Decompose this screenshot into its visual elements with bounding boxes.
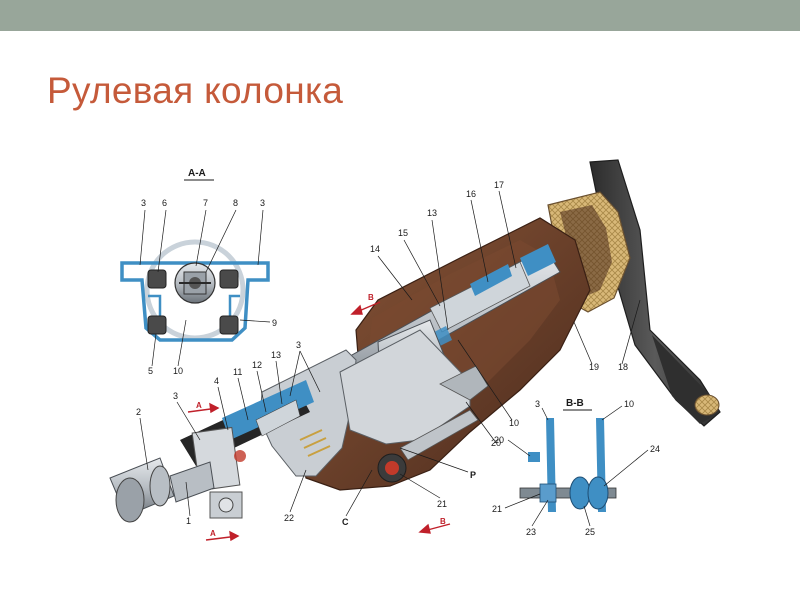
label-bb-25: 25 — [585, 527, 595, 537]
label-14: 14 — [370, 244, 380, 254]
label-aa-9: 9 — [272, 318, 277, 328]
top-bar — [0, 0, 800, 31]
section-aa-view — [120, 239, 270, 342]
cut-mark-a-top: А — [196, 401, 202, 410]
label-aa-7: 7 — [203, 198, 208, 208]
label-p: Р — [470, 470, 476, 480]
section-aa-leaders — [139, 209, 271, 367]
label-aa-3-right: 3 — [260, 198, 265, 208]
label-aa-8: 8 — [233, 198, 238, 208]
label-bb-23: 23 — [526, 527, 536, 537]
label-15: 15 — [398, 228, 408, 238]
label-c: С — [342, 517, 349, 527]
mounting-bracket — [259, 329, 489, 483]
lower-shaft — [180, 380, 314, 519]
label-bb-20: 20 — [494, 435, 504, 445]
label-17: 17 — [494, 180, 504, 190]
label-bb-10: 10 — [624, 399, 634, 409]
label-4: 4 — [214, 376, 219, 386]
label-aa-3-left: 3 — [141, 198, 146, 208]
label-21: 21 — [437, 499, 447, 509]
section-aa-labels: 3 6 7 8 3 9 5 10 — [141, 198, 277, 376]
label-bb-21: 21 — [492, 504, 502, 514]
label-18: 18 — [618, 362, 628, 372]
label-20: 20 — [491, 438, 501, 448]
label-19: 19 — [589, 362, 599, 372]
section-bb-caption: В-В — [566, 398, 584, 409]
label-bb-24: 24 — [650, 444, 660, 454]
label-13-upper: 13 — [427, 208, 437, 218]
main-labels: 2 3 4 11 12 13 3 1 22 С 21 Р 20 10 19 18… — [136, 180, 628, 527]
section-bb-labels: 3 10 20 24 21 23 25 — [492, 399, 660, 537]
label-10: 10 — [509, 418, 519, 428]
label-aa-10: 10 — [173, 366, 183, 376]
label-1: 1 — [186, 516, 191, 526]
cut-marks: А А В В — [187, 293, 451, 542]
label-11: 11 — [233, 367, 242, 377]
label-3-lower: 3 — [173, 391, 178, 401]
label-2: 2 — [136, 407, 141, 417]
adjustment-lever — [299, 409, 479, 461]
label-3-upper: 3 — [296, 340, 301, 350]
cut-mark-b-top: В — [368, 293, 374, 302]
section-bb-view — [519, 418, 617, 512]
section-bb-leaders — [504, 405, 649, 527]
label-aa-6: 6 — [162, 198, 167, 208]
label-12: 12 — [252, 360, 262, 370]
label-22: 22 — [284, 513, 294, 523]
universal-joint — [109, 457, 215, 523]
cut-mark-b-bottom: В — [440, 517, 446, 526]
label-aa-5: 5 — [148, 366, 153, 376]
label-13-lower: 13 — [271, 350, 281, 360]
main-leaders — [139, 190, 641, 517]
label-16: 16 — [466, 189, 476, 199]
cut-mark-a-bottom: А — [210, 529, 216, 538]
section-aa-caption: А-А — [188, 168, 206, 179]
slide-title: Рулевая колонка — [47, 70, 344, 111]
label-bb-3: 3 — [535, 399, 540, 409]
